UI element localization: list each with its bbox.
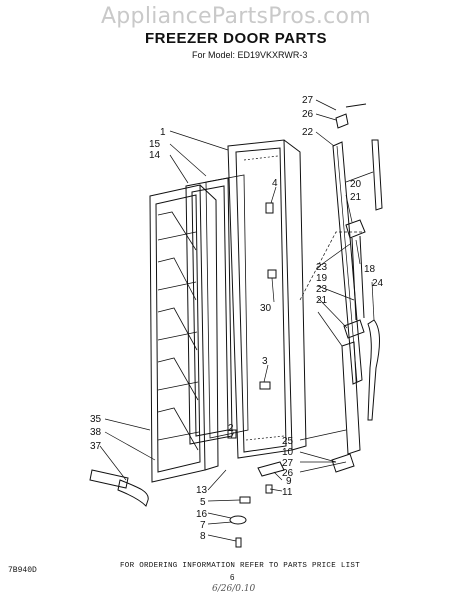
callout-25: 25 (282, 436, 294, 447)
callout-11: 11 (282, 487, 293, 498)
outer-door-panel (227, 139, 307, 459)
page-number: 6 (230, 573, 235, 582)
watermark: AppliancePartsPros.com (100, 4, 372, 29)
door-liner (149, 184, 219, 483)
callout-9: 9 (286, 476, 292, 487)
callout-35: 35 (90, 414, 102, 425)
handwritten-note: 6/26/0.10 (212, 584, 256, 594)
callout-7: 7 (200, 520, 206, 531)
callout-26-top: 26 (302, 109, 314, 120)
ordering-note: FOR ORDERING INFORMATION REFER TO PARTS … (120, 562, 361, 570)
callout-13: 13 (196, 485, 208, 496)
callout-1: 1 (160, 127, 166, 138)
callout-20: 20 (350, 179, 362, 190)
callout-5: 5 (200, 497, 206, 508)
callout-22: 22 (302, 127, 314, 138)
page-title: FREEZER DOOR PARTS (144, 30, 328, 47)
callout-15: 15 (149, 139, 161, 150)
diagram-code: 7B940D (8, 566, 37, 575)
small-hardware (227, 202, 277, 439)
model-line: For Model: ED19VKXRWR-3 (192, 50, 308, 60)
callout-4: 4 (272, 178, 278, 189)
callout-14: 14 (149, 150, 161, 161)
callout-37: 37 (90, 441, 102, 452)
callout-30: 30 (260, 303, 272, 314)
callout-23-lower: 23 (316, 284, 328, 295)
callout-19: 19 (316, 273, 328, 284)
callout-18: 18 (364, 264, 376, 275)
callout-labels: 1 15 14 4 30 3 2 35 38 37 13 5 16 7 8 27… (90, 95, 384, 542)
trim-pieces (89, 469, 149, 507)
callout-26-bottom: 26 (282, 468, 294, 479)
callout-27-bottom: 27 (282, 458, 294, 469)
callout-2: 2 (228, 423, 234, 434)
callout-23-upper: 23 (316, 262, 328, 273)
callout-16: 16 (196, 509, 208, 520)
callout-21-lower: 21 (316, 295, 328, 306)
callout-21-upper: 21 (350, 192, 362, 203)
callout-38: 38 (90, 427, 102, 438)
callout-10: 10 (282, 447, 294, 458)
callout-8: 8 (200, 531, 206, 542)
callout-27-top: 27 (302, 95, 314, 106)
callout-3: 3 (262, 356, 268, 367)
callout-24: 24 (372, 278, 384, 289)
door-handle (332, 103, 383, 455)
